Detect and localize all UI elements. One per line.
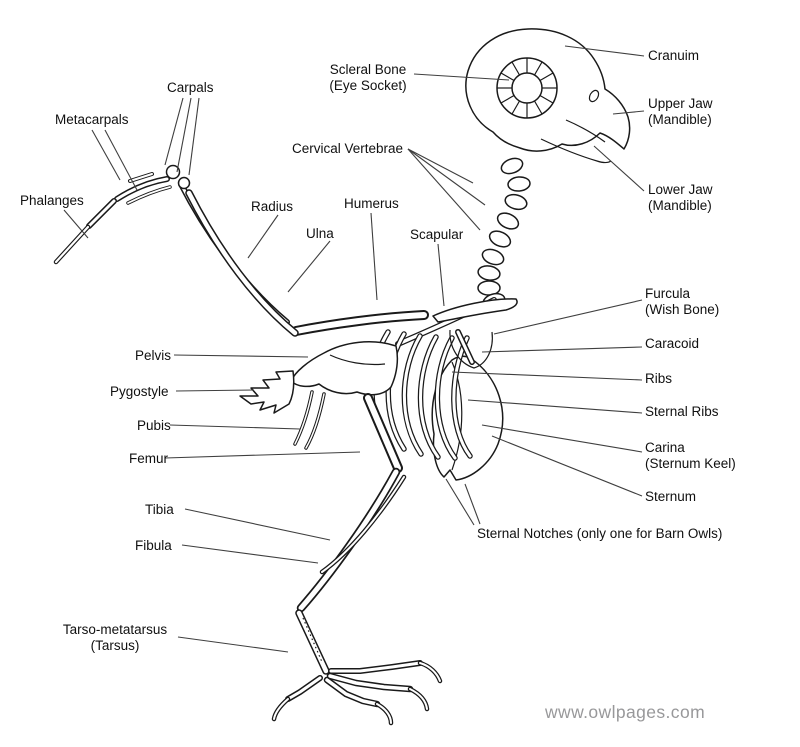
skull: [465, 28, 631, 164]
label-femur: Femur: [129, 451, 169, 466]
label-carpals: Carpals: [167, 80, 214, 95]
foot: [271, 660, 443, 726]
sternum-keel: [431, 355, 504, 481]
label-metacarpals: Metacarpals: [55, 112, 129, 127]
label-caracoid: Caracoid: [645, 336, 700, 351]
label-pelvis: Pelvis: [135, 348, 172, 363]
label-sternal-notches: Sternal Notches (only one for Barn Owls): [477, 526, 723, 541]
shoulder-girdle: [432, 298, 518, 369]
label-carina: Carina (Sternum Keel): [645, 440, 736, 472]
wing: [53, 164, 429, 337]
label-radius: Radius: [251, 199, 294, 214]
label-pygostyle: Pygostyle: [110, 384, 169, 399]
label-ribs: Ribs: [645, 371, 673, 386]
label-sternal-ribs: Sternal Ribs: [645, 404, 719, 419]
leader-lines: [63, 45, 645, 653]
label-lower-jaw: Lower Jaw (Mandible): [648, 182, 713, 214]
label-pubis: Pubis: [137, 418, 171, 433]
label-cranium: Cranuim: [648, 48, 700, 63]
label-fibula: Fibula: [135, 538, 172, 553]
label-tarso-metatarsus: Tarso-metatarsus (Tarsus): [62, 622, 168, 654]
label-phalanges: Phalanges: [20, 193, 84, 208]
label-scapular: Scapular: [410, 227, 464, 242]
neck-cervical-vertebrae: [477, 157, 531, 310]
label-sternum: Sternum: [645, 489, 697, 504]
leg: [295, 393, 407, 675]
label-upper-jaw: Upper Jaw (Mandible): [648, 96, 713, 128]
label-ulna: Ulna: [306, 226, 334, 241]
pelvis-group: [239, 341, 399, 450]
watermark: www.owlpages.com: [545, 702, 706, 722]
label-cervical-vertebrae: Cervical Vertebrae: [292, 141, 404, 156]
label-furcula: Furcula (Wish Bone): [645, 286, 720, 318]
label-humerus: Humerus: [344, 196, 399, 211]
label-tibia: Tibia: [145, 502, 174, 517]
scleral-ring: [496, 57, 558, 119]
label-scleral-bone: Scleral Bone (Eye Socket): [329, 62, 407, 94]
